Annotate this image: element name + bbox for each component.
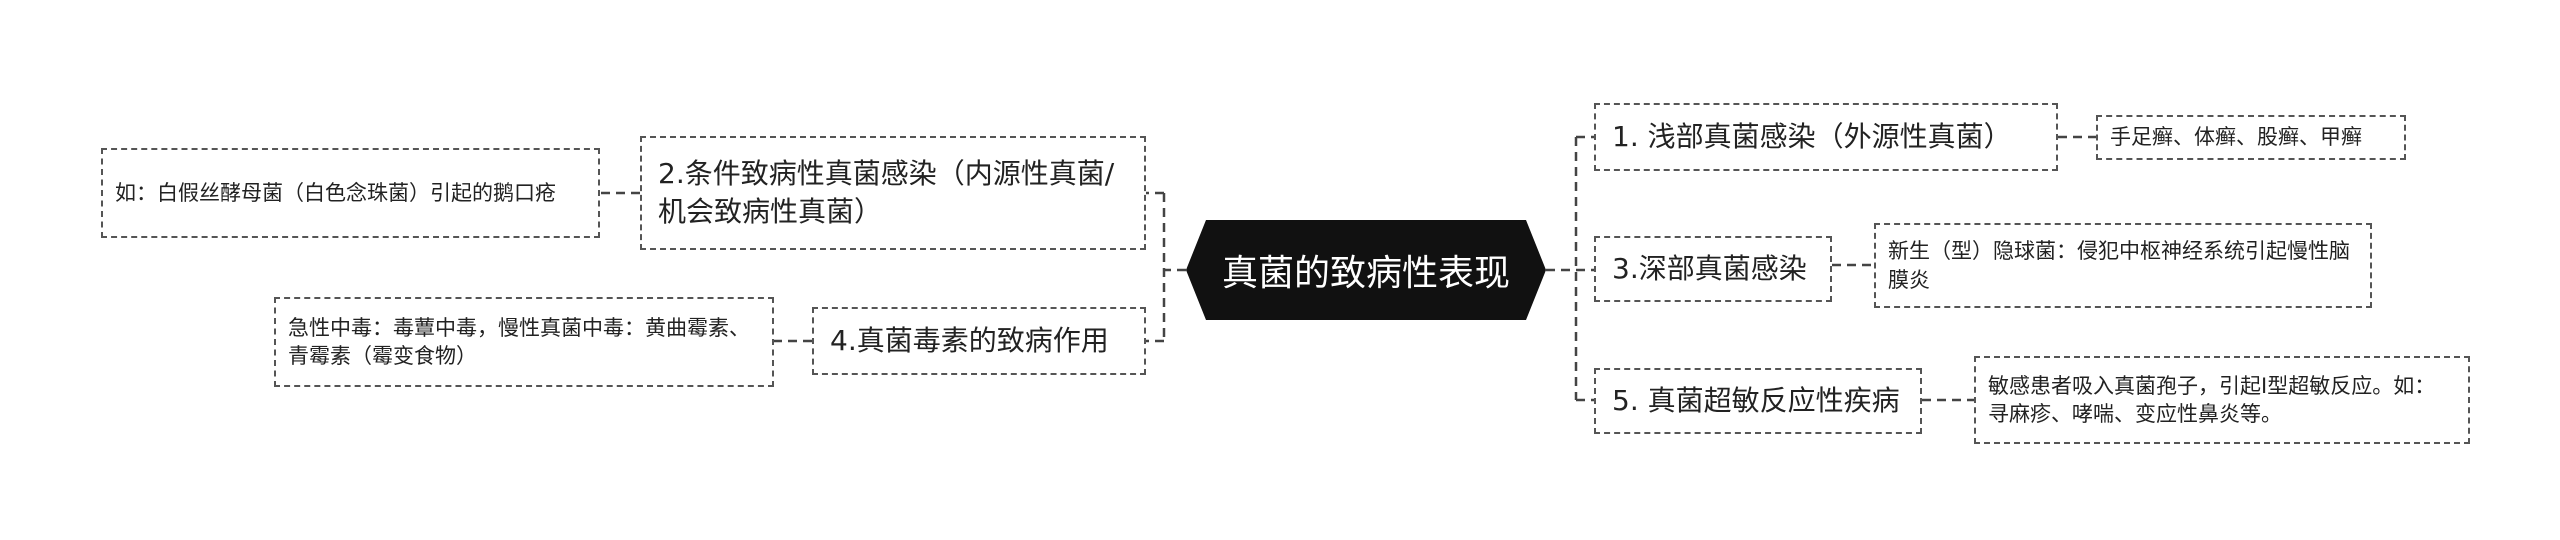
leaf-superficial-examples: 手足癣、体癣、股癣、甲癣 xyxy=(2096,115,2406,160)
leaf-mycotoxin-poisoning: 急性中毒：毒蕈中毒，慢性真菌中毒：黄曲霉素、青霉素（霉变食物） xyxy=(274,297,774,387)
root-hexagon-shape xyxy=(1186,220,1546,320)
leaf-label: 急性中毒：毒蕈中毒，慢性真菌中毒：黄曲霉素、青霉素（霉变食物） xyxy=(288,315,750,368)
branch-superficial-infection: 1. 浅部真菌感染（外源性真菌） xyxy=(1594,103,2058,171)
branch-label: 4.真菌毒素的致病作用 xyxy=(830,324,1109,358)
branch-label: 3.深部真菌感染 xyxy=(1612,252,1807,286)
leaf-label: 敏感患者吸入真菌孢子，引起Ⅰ型超敏反应。如：寻麻疹、哮喘、变应性鼻炎等。 xyxy=(1988,373,2436,426)
root-node: 真菌的致病性表现 xyxy=(1186,220,1546,320)
branch-deep-infection: 3.深部真菌感染 xyxy=(1594,236,1832,302)
leaf-deep-cryptococcus: 新生（型）隐球菌：侵犯中枢神经系统引起慢性脑膜炎 xyxy=(1874,223,2372,308)
branch-opportunistic-infection: 2.条件致病性真菌感染（内源性真菌/机会致病性真菌） xyxy=(640,136,1146,250)
branch-hypersensitivity: 5. 真菌超敏反应性疾病 xyxy=(1594,368,1922,434)
branch-label: 2.条件致病性真菌感染（内源性真菌/机会致病性真菌） xyxy=(658,157,1115,228)
root-label: 真菌的致病性表现 xyxy=(1221,253,1510,294)
branch-label: 1. 浅部真菌感染（外源性真菌） xyxy=(1612,120,2012,154)
leaf-candida-thrush: 如：白假丝酵母菌（白色念珠菌）引起的鹅口疮 xyxy=(101,148,600,238)
leaf-label: 如：白假丝酵母菌（白色念珠菌）引起的鹅口疮 xyxy=(115,180,556,205)
leaf-hypersensitivity-details: 敏感患者吸入真菌孢子，引起Ⅰ型超敏反应。如：寻麻疹、哮喘、变应性鼻炎等。 xyxy=(1974,356,2470,444)
leaf-label: 手足癣、体癣、股癣、甲癣 xyxy=(2110,125,2362,150)
branch-mycotoxin: 4.真菌毒素的致病作用 xyxy=(812,307,1146,375)
leaf-label: 新生（型）隐球菌：侵犯中枢神经系统引起慢性脑膜炎 xyxy=(1888,239,2350,292)
branch-label: 5. 真菌超敏反应性疾病 xyxy=(1612,384,1900,418)
